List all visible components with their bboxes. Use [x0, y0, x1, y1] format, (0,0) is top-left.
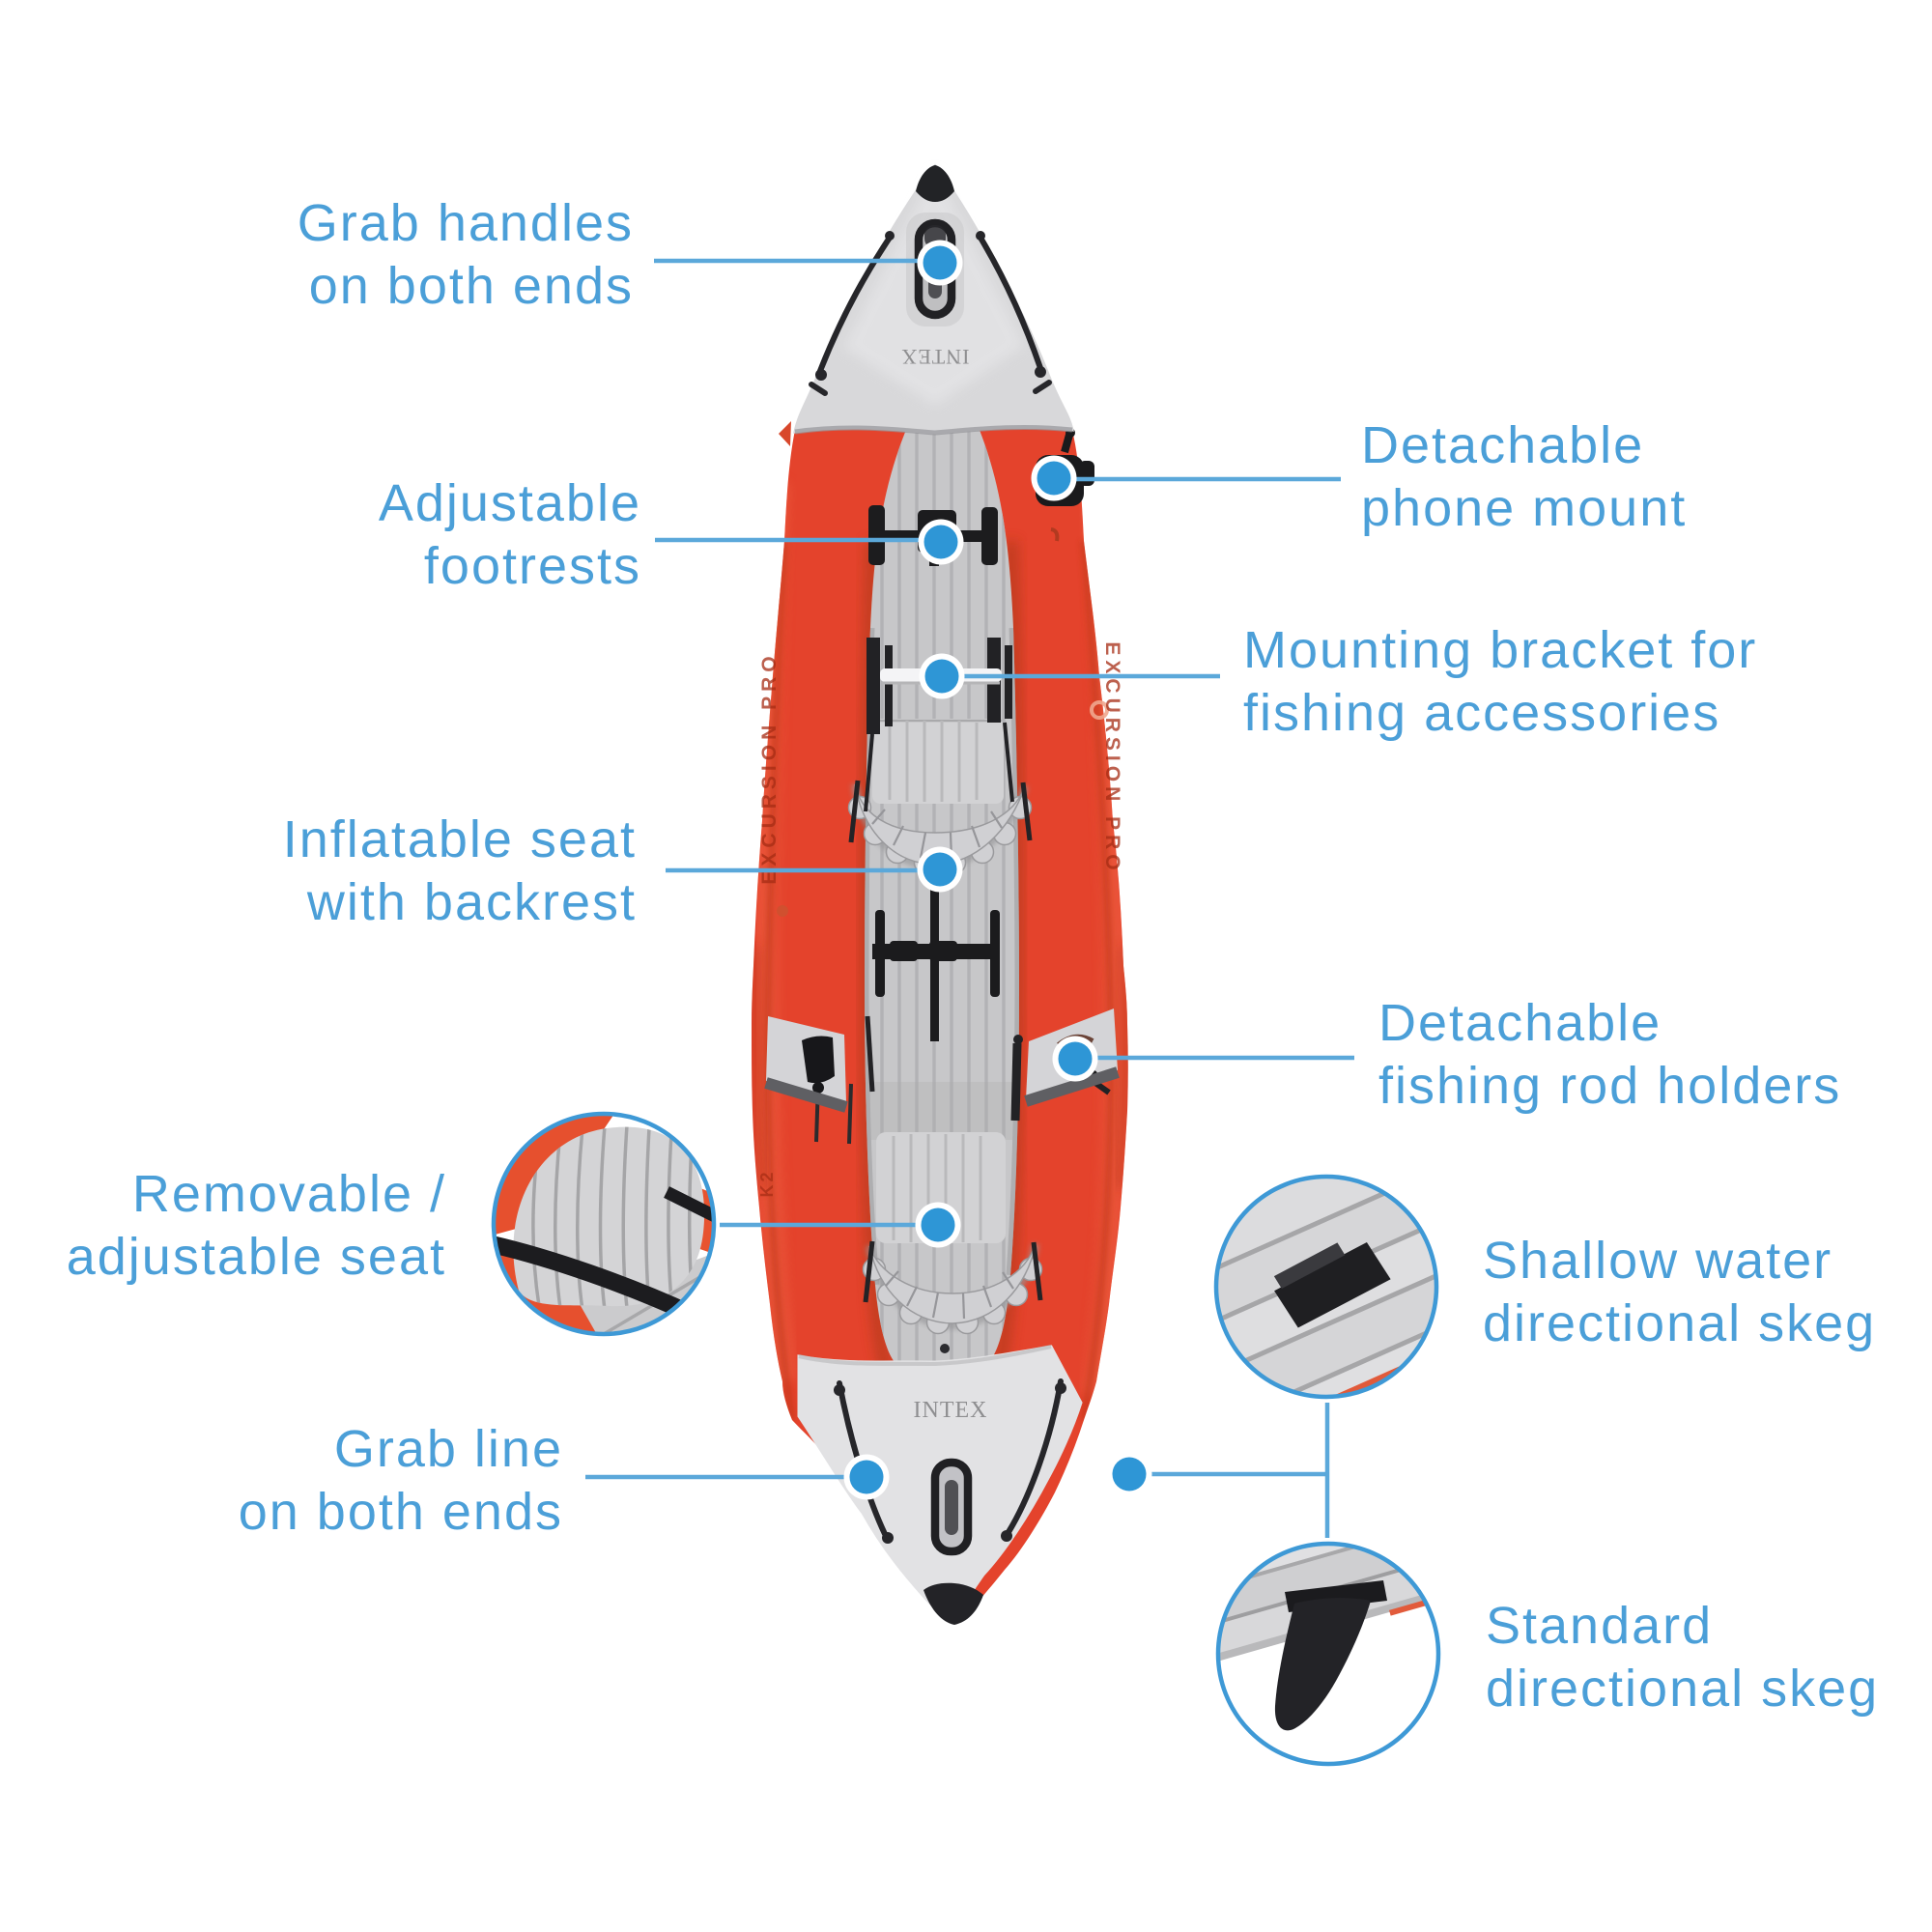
svg-text:EXCURSION PRO: EXCURSION PRO	[758, 651, 781, 884]
svg-text:K2: K2	[757, 1169, 777, 1197]
svg-text:INTEX: INTEX	[914, 1398, 988, 1423]
svg-text:EXCURSION PRO: EXCURSION PRO	[1101, 641, 1123, 874]
svg-text:INTEX: INTEX	[901, 345, 970, 369]
